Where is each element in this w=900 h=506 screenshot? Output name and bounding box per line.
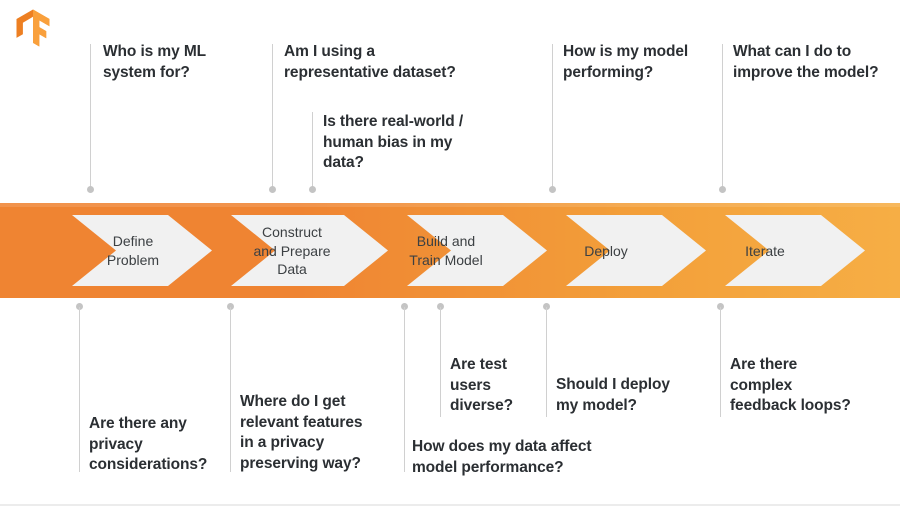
chevron-step-5	[725, 215, 865, 286]
question-below-2: Where do I get relevant features in a pr…	[240, 393, 363, 472]
connector-line-top-4	[552, 44, 553, 189]
connector-line-top-3	[312, 112, 313, 189]
connector-dot-top-2	[269, 186, 276, 193]
pipeline-step-label-4[interactable]: Deploy	[584, 243, 628, 259]
connector-dot-top-3	[309, 186, 316, 193]
chevron-step-2	[231, 215, 388, 286]
connector-dot-top-1	[87, 186, 94, 193]
chevron-step-4	[566, 215, 706, 286]
connector-dot-top-5	[719, 186, 726, 193]
connector-dot-bottom-5	[543, 303, 550, 310]
question-below-1: Are there any privacy considerations?	[89, 415, 208, 474]
pipeline-step-label-3[interactable]: Build and Train Model	[409, 233, 483, 268]
connector-line-bottom-1	[79, 307, 80, 472]
pipeline-step-label-1[interactable]: Define Problem	[106, 233, 160, 268]
tensorflow-logo-icon	[16, 9, 50, 47]
pipeline-chevrons	[0, 203, 900, 298]
connector-line-bottom-2	[230, 307, 231, 472]
connector-dot-bottom-3	[401, 303, 408, 310]
connector-line-bottom-5	[546, 307, 547, 417]
connector-dot-bottom-2	[227, 303, 234, 310]
connector-line-top-5	[722, 44, 723, 189]
connector-dot-bottom-6	[717, 303, 724, 310]
pipeline-step-label-5[interactable]: Iterate	[745, 243, 785, 259]
connector-dot-bottom-1	[76, 303, 83, 310]
connector-dot-top-4	[549, 186, 556, 193]
question-above-5: What can I do to improve the model?	[733, 43, 879, 81]
question-above-1: Who is my ML system for?	[103, 43, 206, 81]
chevron-step-3	[407, 215, 547, 286]
connector-line-top-1	[90, 44, 91, 189]
question-below-4: Are test users diverse?	[450, 356, 513, 415]
connector-dot-bottom-4	[437, 303, 444, 310]
connector-line-top-2	[272, 44, 273, 189]
pipeline-step-label-2[interactable]: Construct and Prepare Data	[253, 224, 331, 278]
question-below-5: Should I deploy my model?	[556, 376, 670, 414]
question-below-3: How does my data affect model performanc…	[412, 438, 592, 476]
connector-line-bottom-3	[404, 307, 405, 472]
question-above-2: Am I using a representative dataset?	[284, 43, 456, 81]
pipeline-bar-highlight	[0, 203, 900, 207]
chevron-step-1	[72, 215, 212, 286]
question-above-3: Is there real-world / human bias in my d…	[323, 113, 464, 172]
question-below-6: Are there complex feedback loops?	[730, 356, 851, 415]
question-above-4: How is my model performing?	[563, 43, 689, 81]
connector-line-bottom-4	[440, 307, 441, 417]
connector-line-bottom-6	[720, 307, 721, 417]
